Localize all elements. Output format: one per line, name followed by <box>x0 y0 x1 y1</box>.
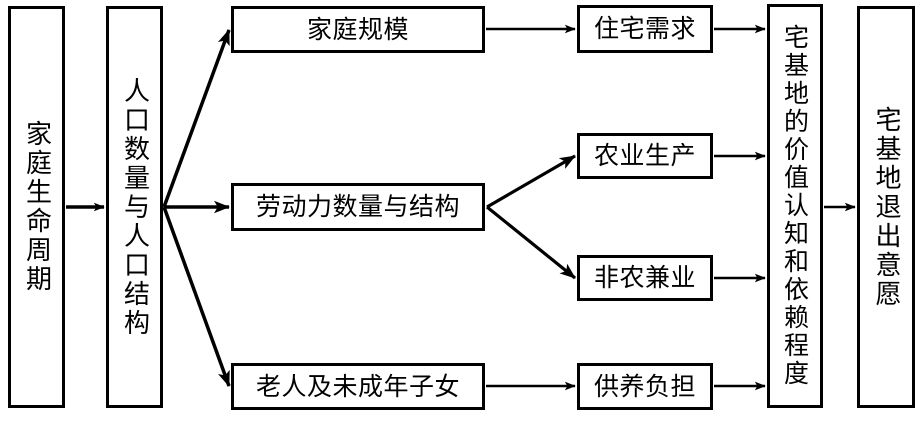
node-nonfarm-employment[interactable]: 非农兼业 <box>577 255 713 301</box>
node-agricultural-production[interactable]: 农业生产 <box>577 133 713 179</box>
node-family-size[interactable]: 家庭规模 <box>231 6 485 53</box>
node-label: 宅基地退出意愿 <box>871 105 901 309</box>
node-label: 家庭规模 <box>306 14 409 44</box>
node-housing-demand[interactable]: 住宅需求 <box>577 5 713 53</box>
node-support-burden[interactable]: 供养负担 <box>577 363 713 410</box>
node-family-lifecycle[interactable]: 家庭生命周期 <box>8 6 65 408</box>
node-label: 供养负担 <box>593 371 696 401</box>
node-label: 非农兼业 <box>593 263 696 293</box>
node-homestead-value-perception-and-dependence[interactable]: 宅基地的价值认知和依赖程度 <box>767 4 823 408</box>
node-labor-force-quantity-and-structure[interactable]: 劳动力数量与结构 <box>231 183 485 231</box>
node-homestead-exit-willingness[interactable]: 宅基地退出意愿 <box>857 6 915 408</box>
node-elderly-and-minor-children[interactable]: 老人及未成年子女 <box>231 363 485 410</box>
node-label: 宅基地的价值认知和依赖程度 <box>780 24 810 388</box>
edge-population-to-dependents <box>162 206 231 387</box>
node-label: 家庭生命周期 <box>21 120 52 294</box>
edge-population-to-family-size <box>162 29 231 208</box>
node-label: 劳动力数量与结构 <box>255 192 460 222</box>
edge-labor-force-to-agriculture <box>486 154 576 209</box>
node-label: 农业生产 <box>593 141 696 171</box>
edge-labor-force-to-nonfarm-work <box>485 205 577 280</box>
node-label: 住宅需求 <box>593 14 696 44</box>
node-label: 人口数量与人口结构 <box>119 76 150 338</box>
node-population-size-and-structure[interactable]: 人口数量与人口结构 <box>106 6 163 408</box>
node-label: 老人及未成年子女 <box>255 371 460 401</box>
